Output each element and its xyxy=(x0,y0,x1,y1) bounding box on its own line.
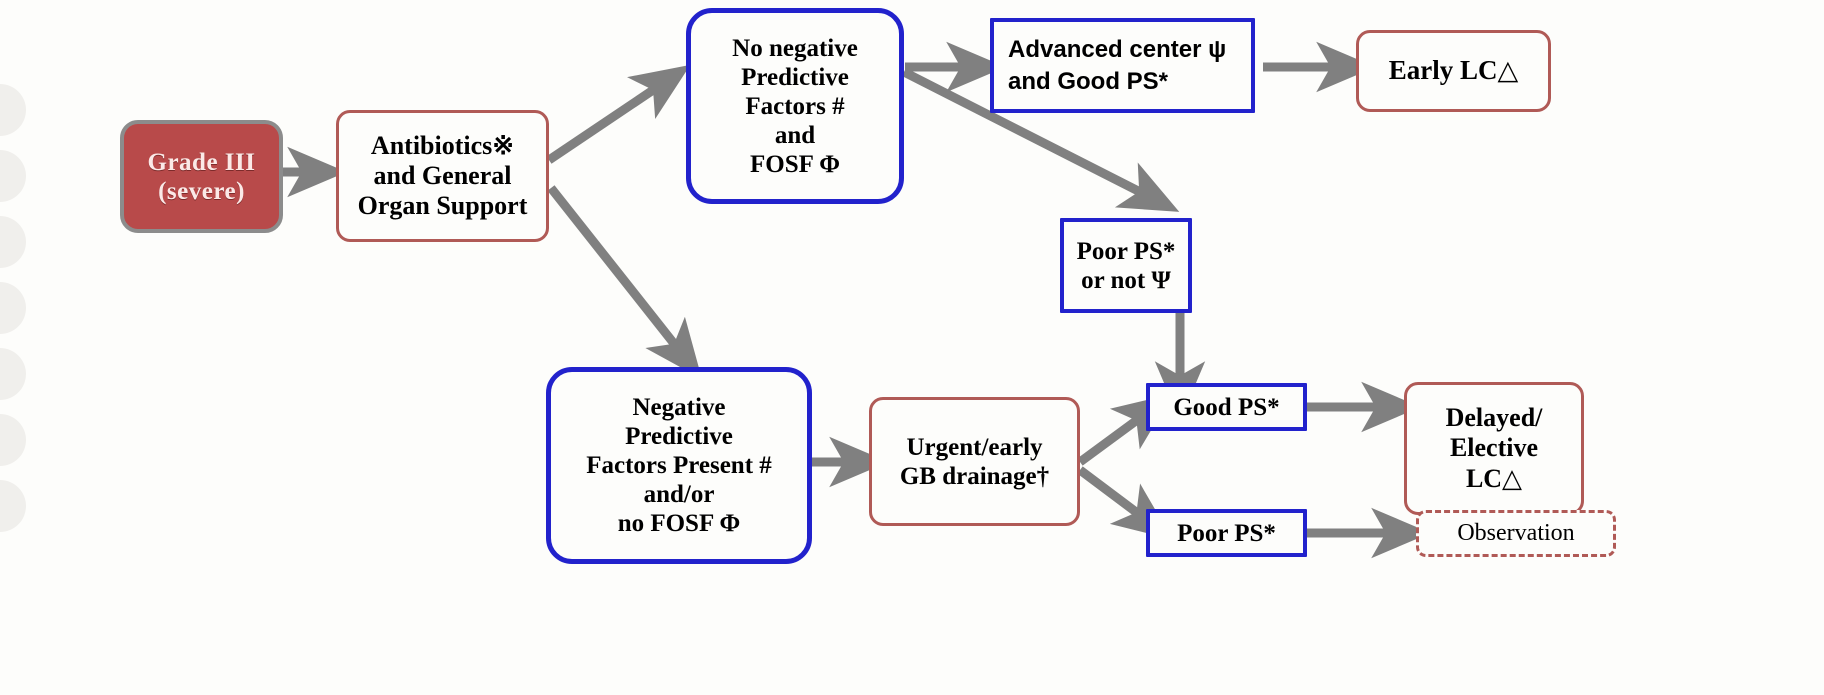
node-good-ps[interactable]: Good PS* xyxy=(1146,383,1307,431)
poor-ps-not-line-1: Poor PS* xyxy=(1076,237,1176,265)
no-neg-pf-line-4: and xyxy=(774,121,816,149)
node-no-negative-predictive-factors[interactable]: No negative Predictive Factors # and FOS… xyxy=(686,8,904,204)
node-advanced-center-good-ps[interactable]: Advanced center ψ and Good PS* xyxy=(990,18,1255,113)
watermark-blob xyxy=(0,282,26,334)
poor-ps-label: Poor PS* xyxy=(1177,519,1276,547)
poor-ps-not-line-2: or not Ψ xyxy=(1081,266,1171,294)
node-early-lc[interactable]: Early LC△ xyxy=(1356,30,1551,112)
antibiotics-line-1: Antibiotics※ xyxy=(370,130,515,160)
watermark-blob xyxy=(0,216,26,268)
node-urgent-early-gb-drainage[interactable]: Urgent/early GB drainage† xyxy=(869,397,1080,526)
antibiotics-line-3: Organ Support xyxy=(357,191,528,221)
neg-pf-line-5: no FOSF Φ xyxy=(617,510,741,537)
watermark-blob xyxy=(0,150,26,202)
grade-iii-line-2: (severe) xyxy=(158,177,245,205)
no-neg-pf-line-3: Factors # xyxy=(745,92,845,120)
watermark-blob xyxy=(0,84,26,136)
neg-pf-line-4: and/or xyxy=(643,481,715,508)
node-poor-ps-or-not-psi[interactable]: Poor PS* or not Ψ xyxy=(1060,218,1192,313)
observation-label: Observation xyxy=(1457,519,1575,546)
node-negative-predictive-factors-present[interactable]: Negative Predictive Factors Present # an… xyxy=(546,367,812,564)
edge-gb-drainage-to-good-ps xyxy=(1077,393,1173,466)
good-ps-label: Good PS* xyxy=(1173,393,1280,421)
delayed-lc-line-2: Elective xyxy=(1449,433,1539,463)
edge-antibiotics-to-no-neg-pf xyxy=(546,64,691,164)
node-delayed-elective-lc[interactable]: Delayed/ Elective LC△ xyxy=(1404,382,1584,515)
watermark-blob xyxy=(0,414,26,466)
edge-antibiotics-to-neg-pf xyxy=(547,185,702,380)
node-grade-iii-severe[interactable]: Grade III (severe) xyxy=(120,120,283,233)
antibiotics-line-2: and General xyxy=(373,160,512,190)
grade-iii-line-1: Grade III xyxy=(147,148,256,176)
no-neg-pf-line-1: No negative xyxy=(732,34,858,62)
watermark-blob xyxy=(0,348,26,400)
early-lc-label: Early LC△ xyxy=(1388,55,1519,86)
node-antibiotics-general-organ-support[interactable]: Antibiotics※ and General Organ Support xyxy=(336,110,549,242)
neg-pf-line-1: Negative xyxy=(632,394,726,421)
gb-drainage-line-1: Urgent/early xyxy=(906,433,1043,461)
no-neg-pf-line-2: Predictive xyxy=(741,63,849,91)
gb-drainage-line-2: GB drainage† xyxy=(899,462,1050,490)
node-observation[interactable]: Observation xyxy=(1416,510,1616,557)
delayed-lc-line-1: Delayed/ xyxy=(1445,403,1543,433)
watermark-blob xyxy=(0,480,26,532)
delayed-lc-line-3: LC△ xyxy=(1465,463,1523,493)
adv-center-line-1: Advanced center ψ xyxy=(1008,36,1227,64)
no-neg-pf-line-5: FOSF Φ xyxy=(750,150,840,178)
adv-center-line-2: and Good PS* xyxy=(1008,67,1169,95)
neg-pf-line-3: Factors Present # xyxy=(586,452,772,479)
neg-pf-line-2: Predictive xyxy=(625,423,733,450)
edge-gb-drainage-to-poor-ps xyxy=(1077,466,1173,540)
node-poor-ps[interactable]: Poor PS* xyxy=(1146,509,1307,557)
